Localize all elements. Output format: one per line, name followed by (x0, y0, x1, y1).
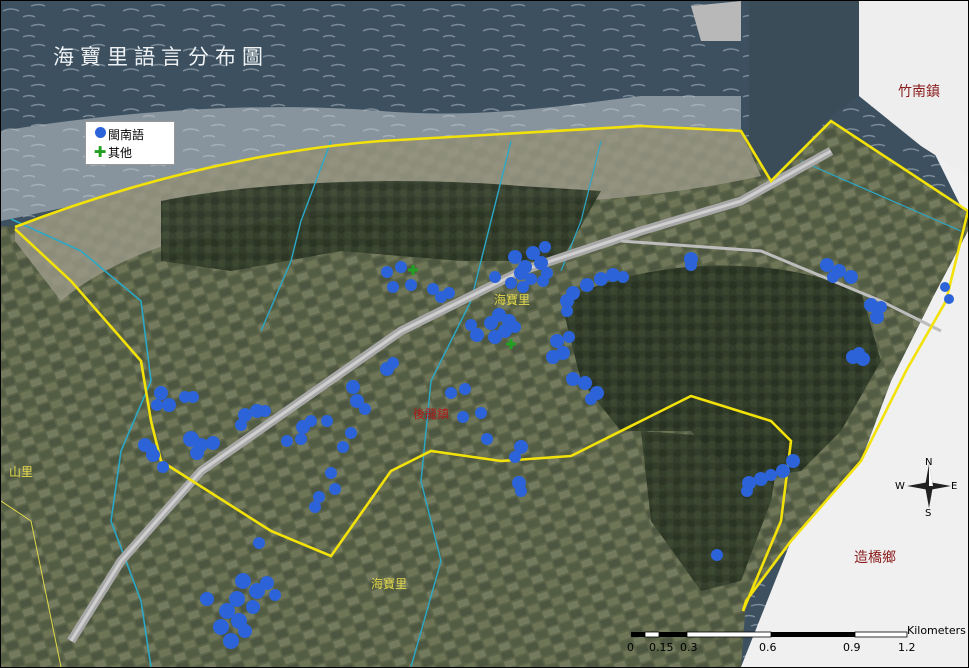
other-language-markers (408, 265, 516, 349)
compass-n: N (925, 457, 933, 468)
legend-item-other: ✚ 其他 (92, 143, 168, 161)
compass-s: S (925, 508, 932, 519)
scale-tick: 0.9 (843, 641, 861, 654)
map-title: 海寶里語言分布圖 (53, 45, 269, 69)
zhunan-area (859, 1, 968, 176)
river-north (260, 140, 332, 332)
road-east (620, 239, 942, 333)
village-label-haibao-south: 海寶里 (371, 577, 408, 591)
river-central (410, 140, 512, 667)
scale-tick: 0.15 (649, 641, 674, 654)
legend-label: 閩南語 (108, 127, 145, 142)
legend-label: 其他 (108, 145, 133, 160)
haibao-li-boundary (14, 119, 968, 612)
minnan-markers (138, 241, 954, 649)
legend: 閩南語 ✚ 其他 (85, 121, 175, 165)
scale-bar (631, 631, 908, 638)
legend-item-minnan: 閩南語 (92, 125, 168, 143)
town-label-houlong: 後龍鎮 (413, 407, 450, 421)
green-plus-icon: ✚ (93, 142, 107, 161)
scale-tick: 1.2 (898, 641, 916, 654)
river-west (10, 218, 152, 667)
compass-w: W (895, 481, 905, 492)
scale-tick: 0.6 (759, 641, 777, 654)
inland-forest (561, 265, 881, 481)
township-boundary (1, 500, 62, 667)
blue-dot-icon (94, 127, 106, 138)
village-label-shan: 山里 (9, 465, 34, 479)
islet (691, 1, 741, 41)
surf-band (1, 96, 741, 221)
southern-forest (641, 431, 781, 591)
village-label-haibao: 海寶里 (494, 293, 531, 307)
place-label-zhunan: 竹南鎮 (898, 84, 940, 100)
place-label-zaoqiao: 造橋鄉 (854, 550, 896, 566)
zaoqiao-area (741, 1, 968, 667)
river-northeast (800, 160, 962, 232)
scale-tick: 0.3 (680, 641, 698, 654)
scale-unit: Kilometers (907, 624, 966, 637)
compass-e: E (951, 481, 958, 492)
coastal-forest (161, 181, 601, 271)
scale-tick: 0 (627, 641, 634, 654)
harbor-water (749, 1, 859, 181)
north-arrow-icon (907, 464, 951, 508)
